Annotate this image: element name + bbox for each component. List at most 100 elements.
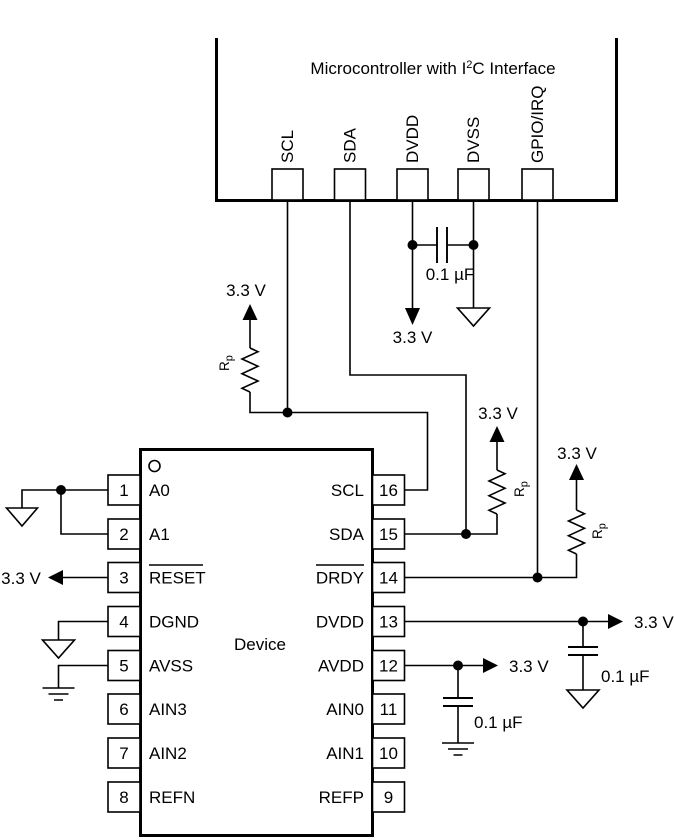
sda-net-wire: [404, 514, 498, 535]
supply-arrow-up-icon: [569, 464, 584, 480]
junction-dot: [468, 240, 479, 250]
pin-label-scl: SCL: [331, 481, 364, 500]
pin-number: 14: [379, 569, 398, 588]
drdy-net-wire: [404, 554, 578, 579]
pin-box-15: [371, 518, 406, 550]
junction-dot: [56, 485, 66, 495]
drdy-pullup: 3.3 V Rp: [404, 444, 609, 583]
capacitor-symbol: [443, 697, 473, 707]
microcontroller-block: Microcontroller with I2C Interface SCL S…: [215, 38, 618, 202]
pin-box-13: [371, 605, 406, 638]
avdd-pin12-net: 3.3 V 0.1 µF: [404, 657, 549, 756]
pin1-indicator-icon: [148, 459, 161, 473]
pin-box-4: [107, 605, 141, 638]
supply-arrow-up-icon: [242, 304, 258, 320]
mcu-pin-label-sda: SDA: [341, 127, 360, 163]
junction-dot: [461, 529, 471, 539]
ground-triangle-icon: [565, 689, 601, 710]
cap-value-label: 0.1 µF: [601, 667, 650, 686]
ground-triangle-icon: [40, 639, 77, 660]
device-name: Device: [234, 635, 286, 654]
mcu-pin-label-gpio: GPIO/IRQ: [528, 86, 547, 163]
pin-box-6: [107, 693, 141, 725]
microcontroller-title: Microcontroller with I2C Interface: [310, 59, 555, 78]
pin-label-sda: SDA: [329, 525, 365, 544]
a0-a1-ground-wire: [21, 489, 108, 535]
avss-wire: [57, 664, 108, 688]
pin-box-3: [107, 561, 141, 594]
ground-triangle-icon: [455, 307, 492, 328]
pin-number: 12: [379, 657, 398, 676]
earth-ground-icon: [42, 687, 75, 701]
address-pins-net: [4, 485, 108, 535]
junction-dot: [532, 572, 543, 583]
pin-box-9: [371, 781, 406, 813]
pin-box-10: [371, 737, 406, 769]
pin-number: 15: [379, 525, 398, 544]
dgnd-wire: [57, 620, 108, 640]
pin-number: 10: [379, 744, 398, 763]
pin-label-avdd: AVDD: [318, 657, 364, 676]
pin-box-14: [371, 561, 406, 594]
pin-label-reset: RESET: [149, 569, 206, 588]
scl-pullup: 3.3 V Rp: [217, 281, 429, 491]
resistor-zigzag: [487, 469, 507, 515]
supply-arrow-up-icon: [489, 426, 505, 442]
mcu-pin-box-sda: [333, 168, 367, 201]
pin-box-8: [107, 781, 141, 813]
supply-label: 3.3 V: [478, 404, 518, 423]
capacitor-symbol: [436, 227, 448, 263]
pullup-resistor-label: Rp: [217, 355, 236, 371]
pin-number: 3: [119, 569, 128, 588]
pin-label-a0: A0: [149, 481, 170, 500]
cap-value-label: 0.1 µF: [474, 713, 523, 732]
sda-pullup: 3.3 V Rp: [404, 404, 531, 539]
supply-arrow-down-icon: [405, 308, 420, 325]
reset-net: 3.3 V: [1, 569, 108, 588]
supply-arrow-right-icon: [608, 614, 623, 629]
pin-label-dgnd: DGND: [149, 613, 199, 632]
pin-number: 6: [119, 700, 128, 719]
resistor-zigzag: [566, 509, 587, 555]
dgnd-net: [40, 620, 108, 660]
pin-box-11: [371, 693, 406, 725]
device-block: Device 1 2 3 4 5 6 7 8 A0 A1 RESET DGND …: [107, 448, 406, 837]
pin-label-ain1: AIN1: [326, 744, 364, 763]
pin-label-ain3: AIN3: [149, 700, 187, 719]
mcu-wires: [286, 200, 539, 578]
pin-box-5: [107, 649, 141, 682]
pin-number: 16: [379, 481, 398, 500]
resistor-zigzag: [240, 347, 260, 393]
pin-label-ain2: AIN2: [149, 744, 187, 763]
pin-label-drdy: DRDY: [316, 569, 364, 588]
cap-value-label: 0.1 µF: [426, 265, 475, 284]
pin-label-refp: REFP: [319, 788, 364, 807]
pin-label-a1: A1: [149, 525, 170, 544]
pin-label-ain0: AIN0: [326, 700, 364, 719]
pin-number: 4: [119, 613, 128, 632]
pin-number: 7: [119, 744, 128, 763]
pin-label-dvdd: DVDD: [316, 613, 364, 632]
pin-number: 5: [119, 657, 128, 676]
capacitor-symbol: [568, 646, 598, 656]
pin-box-1: [107, 474, 141, 506]
supply-arrow-right-icon: [483, 658, 498, 673]
mcu-pin-box-dvdd: [396, 168, 429, 201]
dvdd-pin13-net: 3.3 V 0.1 µF: [404, 613, 674, 710]
pin-label-avss: AVSS: [149, 657, 193, 676]
supply-arrow-left-icon: [48, 570, 63, 585]
pullup-resistor-label: Rp: [590, 523, 609, 539]
ground-triangle-icon: [4, 507, 40, 528]
pin-number: 13: [379, 613, 398, 632]
pin-number: 8: [119, 788, 128, 807]
supply-label: 3.3 V: [1, 569, 41, 588]
mcu-pin-label-dvdd: DVDD: [403, 115, 422, 163]
sda-wire: [349, 200, 467, 534]
mcu-pin-box-dvss: [457, 168, 490, 201]
supply-label: 3.3 V: [393, 328, 433, 347]
pin-number: 9: [384, 788, 393, 807]
mcu-decoupling-cap: 0.1 µF 3.3 V: [393, 227, 492, 347]
mcu-pin-label-dvss: DVSS: [464, 117, 483, 163]
avss-net: [42, 664, 108, 701]
